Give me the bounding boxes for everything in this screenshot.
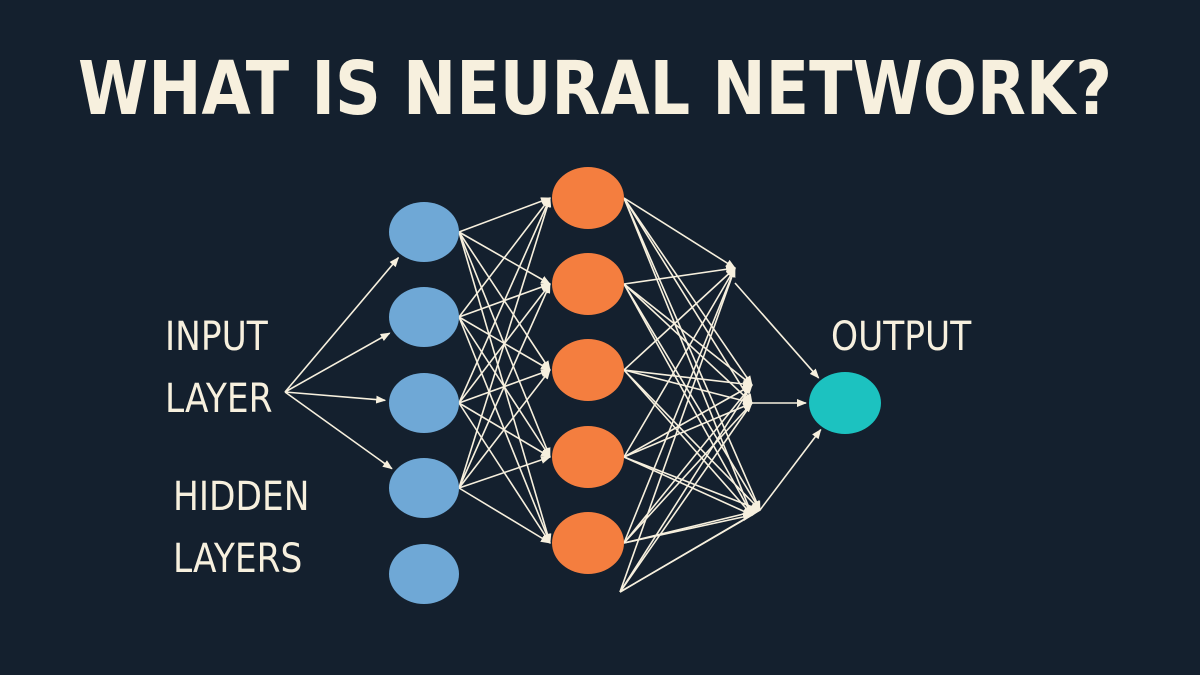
- hidden-junction-edge: [623, 267, 736, 544]
- hidden-junction-edge: [623, 197, 753, 386]
- junction-output-edge: [759, 428, 822, 511]
- input-fan-edge: [284, 391, 393, 470]
- input-fan-edge: [284, 332, 391, 393]
- junction-output-edge: [734, 282, 820, 379]
- hidden-layers-label: HIDDEN LAYERS: [173, 466, 309, 590]
- hidden-node: [552, 167, 624, 229]
- output-label: OUTPUT: [831, 314, 972, 360]
- lower-junction-edge: [619, 402, 753, 593]
- lower-junction-edge: [619, 267, 736, 593]
- input-node: [389, 373, 459, 433]
- input-hidden-edge: [458, 197, 552, 489]
- input-hidden-edge: [458, 197, 551, 233]
- page-title: WHAT IS NEURAL NETWORK?: [78, 46, 1113, 132]
- input-hidden-edge: [458, 369, 551, 489]
- input-node: [389, 287, 459, 347]
- hidden-junction-edge: [623, 197, 736, 269]
- output-node: [809, 372, 881, 434]
- hidden-label-line-1: HIDDEN: [173, 474, 310, 520]
- input-node: [389, 458, 459, 518]
- lower-junction-edge: [619, 514, 753, 593]
- hidden-junction-edge: [623, 384, 753, 544]
- input-label-line-2: LAYER: [165, 376, 273, 422]
- hidden-junction-edge: [623, 267, 736, 371]
- hidden-junction-edge: [623, 384, 753, 458]
- hidden-junction-edge: [623, 369, 753, 516]
- connections: [284, 197, 822, 593]
- hidden-junction-edge: [623, 267, 736, 458]
- nodes: [389, 167, 881, 604]
- input-hidden-edge: [458, 487, 551, 544]
- hidden-node: [552, 512, 624, 574]
- input-hidden-edge: [458, 283, 551, 489]
- input-layer-label: INPUT LAYER: [165, 306, 272, 430]
- hidden-junction-edge: [623, 456, 761, 511]
- hidden-junction-edge: [623, 197, 761, 511]
- hidden-junction-edge: [623, 283, 753, 386]
- hidden-node: [552, 426, 624, 488]
- hidden-junction-edge: [623, 369, 761, 511]
- input-fan-edge: [284, 256, 400, 393]
- input-fan-edge: [284, 391, 387, 404]
- input-hidden-edge: [458, 197, 551, 318]
- input-label-line-1: INPUT: [165, 314, 268, 360]
- lower-junction-edge: [619, 384, 753, 593]
- hidden-junction-edge: [623, 369, 753, 388]
- hidden-junction-edge: [623, 513, 753, 544]
- input-hidden-edge: [458, 197, 551, 404]
- input-hidden-edge: [458, 456, 551, 489]
- input-node: [389, 202, 459, 262]
- hidden-node: [552, 339, 624, 401]
- input-node: [389, 544, 459, 604]
- hidden-junction-edge: [623, 265, 736, 285]
- hidden-label-line-2: LAYERS: [173, 536, 303, 582]
- hidden-junction-edge: [623, 283, 761, 511]
- hidden-node: [552, 253, 624, 315]
